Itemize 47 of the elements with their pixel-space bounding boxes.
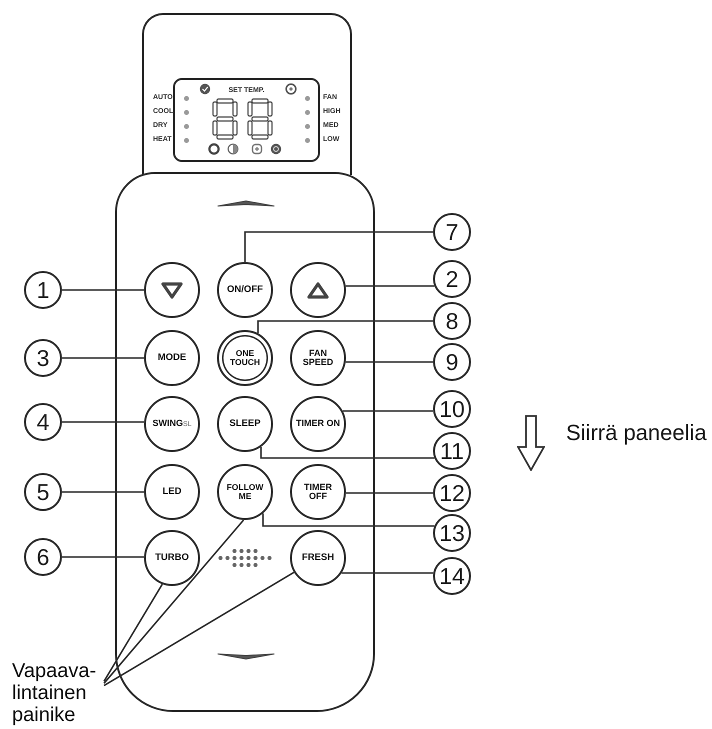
callout-number: 2 [433,260,471,298]
callout-number: 6 [24,538,62,576]
function-label: SLEEP [229,419,261,429]
function-label: MODE [158,353,186,363]
leader-line [346,361,433,363]
leader-line [62,421,144,423]
function-label: TIMER OFF [303,482,333,502]
function-label: ON/OFF [227,285,263,295]
instruction-text: Siirrä paneelia [566,420,707,446]
leader-line [103,584,163,682]
callout-number: 5 [24,473,62,511]
callout-number: 13 [433,514,471,552]
leader-line [346,492,433,494]
leader-line [262,513,434,527]
function-label: SWING [152,419,183,429]
callout-number: 1 [24,271,62,309]
leader-line [342,410,434,412]
leader-line [62,289,144,291]
function-label: FAN SPEED [302,348,334,368]
note-text: Vapaava- lintainen painike [12,660,104,728]
leader-line [104,572,294,686]
function-label: TIMER ON [296,419,340,429]
callout-number: 8 [433,302,471,340]
leader-line [62,556,144,558]
callout-number: 14 [433,557,471,595]
leader-line [62,357,144,359]
callout-number: 9 [433,343,471,381]
leader-line [346,285,434,287]
leader-line [257,320,433,334]
leader-line [260,447,434,459]
function-label: FRESH [302,553,334,563]
function-label: LED [162,487,182,497]
function-label: FOLLOW ME [226,483,264,501]
display-housing [142,13,352,175]
callout-number: 3 [24,339,62,377]
function-label: ONE TOUCH [228,349,262,367]
callout-number: 11 [433,432,471,470]
callout-number: 7 [433,213,471,251]
callout-number: 10 [433,390,471,428]
callout-number: 12 [433,474,471,512]
leader-line [244,231,433,262]
leader-line [103,519,244,684]
function-label: TURBO [155,553,189,563]
remote-body [115,172,375,712]
callout-number: 4 [24,403,62,441]
leader-line [62,491,144,493]
leader-line [342,572,434,574]
